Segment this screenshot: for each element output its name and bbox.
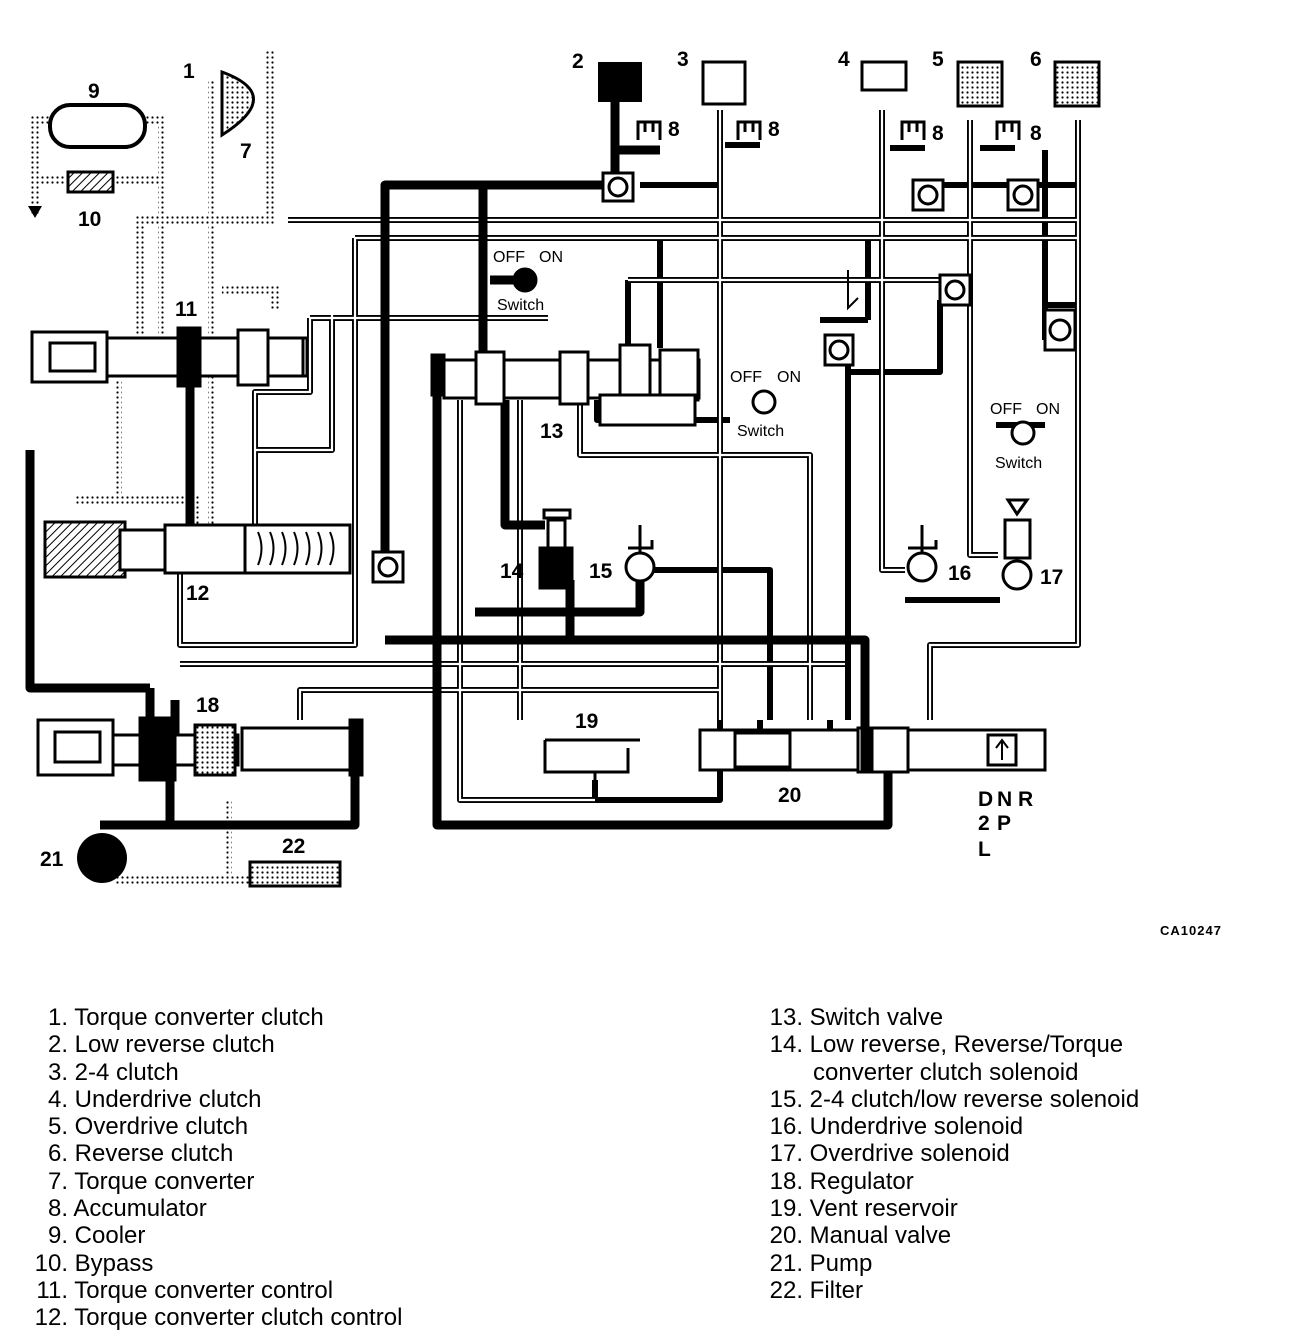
legend-item-7: 7. Torque converter xyxy=(47,1167,255,1195)
legend-item-14: 14. Low reverse, Reverse/Torque xyxy=(769,1031,1124,1059)
callout-8b: 8 xyxy=(768,118,780,141)
callout-5: 5 xyxy=(932,48,944,71)
legend-item-12: 12. Torque converter clutch control xyxy=(34,1304,403,1332)
legend-item-19: 19. Vent reservoir xyxy=(769,1195,958,1223)
underdrive-clutch xyxy=(860,60,908,92)
legend-item-4: 4. Underdrive clutch xyxy=(47,1085,262,1113)
accumulators xyxy=(636,120,1021,140)
callout-9: 9 xyxy=(88,80,100,103)
legend-item-9: 9. Cooler xyxy=(47,1222,146,1250)
switch-label-2: OFF ON Switch xyxy=(730,369,801,440)
torque-converter-control-valve xyxy=(30,326,309,388)
legend-item-17: 17. Overdrive solenoid xyxy=(769,1140,1010,1168)
pressure-switches xyxy=(512,267,1036,446)
pump xyxy=(77,833,127,883)
callout-21: 21 xyxy=(40,848,64,871)
legend-item-18: 18. Regulator xyxy=(769,1167,914,1195)
callout-11: 11 xyxy=(175,298,198,321)
svg-text:ON: ON xyxy=(777,369,801,386)
cooler xyxy=(48,103,147,149)
callout-8c: 8 xyxy=(932,122,944,145)
legend-item-14-cont: converter clutch solenoid xyxy=(813,1058,1079,1086)
filter xyxy=(248,860,342,888)
legend-item-11: 11. Torque converter control xyxy=(36,1276,334,1304)
callout-22: 22 xyxy=(282,835,305,858)
callout-17: 17 xyxy=(1040,566,1063,589)
cooler-drain-arrow xyxy=(28,206,42,218)
svg-text:Switch: Switch xyxy=(995,455,1042,472)
solenoids xyxy=(538,498,1033,591)
callout-3: 3 xyxy=(677,48,689,71)
bypass-valve xyxy=(66,170,115,194)
legend-item-21: 21. Pump xyxy=(769,1249,873,1277)
legend-item-22: 22. Filter xyxy=(769,1276,864,1304)
legend-item-13: 13. Switch valve xyxy=(769,1004,944,1031)
callout-numbers: 1 2 3 4 5 6 7 8 8 8 8 9 10 11 12 13 14 1… xyxy=(40,48,1063,871)
switch-label-3: OFF ON Switch xyxy=(990,401,1060,472)
callout-2: 2 xyxy=(572,50,584,73)
svg-text:ON: ON xyxy=(539,249,563,266)
svg-text:2: 2 xyxy=(978,812,990,835)
callout-15: 15 xyxy=(589,560,613,583)
legend-item-10: 10. Bypass xyxy=(34,1249,154,1277)
svg-text:ON: ON xyxy=(1036,401,1060,418)
svg-text:D: D xyxy=(978,788,993,811)
svg-text:OFF: OFF xyxy=(493,249,525,266)
callout-8d: 8 xyxy=(1030,122,1042,145)
hydraulic-circuit-diagram: OFF ON Switch OFF ON Switch OFF ON Switc… xyxy=(25,48,1222,938)
legend-item-16: 16. Underdrive solenoid xyxy=(769,1113,1024,1141)
callout-20: 20 xyxy=(778,784,801,807)
manual-valve xyxy=(698,726,1047,774)
callout-7: 7 xyxy=(240,140,252,163)
callout-1: 1 xyxy=(183,60,195,83)
callout-16: 16 xyxy=(948,562,971,585)
vent-reservoir xyxy=(543,738,640,790)
svg-text:P: P xyxy=(997,812,1011,835)
switch-valve xyxy=(430,343,701,427)
low-reverse-clutch xyxy=(598,62,642,102)
regulator-valve xyxy=(36,716,364,782)
callout-19: 19 xyxy=(575,710,598,733)
shift-position-labels: D N R 2 P L xyxy=(978,788,1033,861)
legend-item-1: 1. Torque converter clutch xyxy=(47,1004,324,1031)
legend-item-15: 15. 2-4 clutch/low reverse solenoid xyxy=(769,1085,1140,1113)
callout-10: 10 xyxy=(78,208,101,231)
legend-item-5: 5. Overdrive clutch xyxy=(47,1113,249,1141)
callout-13: 13 xyxy=(540,420,563,443)
pressure-switch-element xyxy=(843,270,862,319)
svg-text:OFF: OFF xyxy=(730,369,762,386)
svg-text:OFF: OFF xyxy=(990,401,1022,418)
two-four-clutch xyxy=(701,60,747,106)
overdrive-clutch xyxy=(956,60,1004,108)
svg-text:Switch: Switch xyxy=(497,297,544,314)
callout-8a: 8 xyxy=(668,118,680,141)
callout-12: 12 xyxy=(186,582,209,605)
torque-converter xyxy=(220,69,255,138)
figure-code: CA10247 xyxy=(1160,923,1222,938)
converter-clutch-control-valve xyxy=(43,520,352,579)
legend-item-8: 8. Accumulator xyxy=(47,1195,207,1223)
legend-left: 1. Torque converter clutch 2. Low revers… xyxy=(10,1004,403,1332)
callout-14: 14 xyxy=(500,560,524,583)
legend-item-20: 20. Manual valve xyxy=(769,1222,952,1250)
thin-passage-cores xyxy=(178,110,1080,802)
svg-text:N: N xyxy=(997,788,1012,811)
switch-label-1: OFF ON Switch xyxy=(493,249,563,314)
callout-18: 18 xyxy=(196,694,220,717)
callout-6: 6 xyxy=(1030,48,1042,71)
svg-text:R: R xyxy=(1018,788,1033,811)
legend-item-6: 6. Reverse clutch xyxy=(47,1140,234,1168)
legend-item-2: 2. Low reverse clutch xyxy=(47,1031,275,1059)
svg-text:Switch: Switch xyxy=(737,423,784,440)
svg-text:L: L xyxy=(978,838,991,861)
reverse-clutch xyxy=(1053,60,1101,108)
callout-4: 4 xyxy=(838,48,850,71)
legend-right: 13. Switch valve 14. Low reverse, Revers… xyxy=(745,1004,1140,1304)
check-balls xyxy=(371,171,1077,584)
legend-item-3: 3. 2-4 clutch xyxy=(47,1058,179,1086)
